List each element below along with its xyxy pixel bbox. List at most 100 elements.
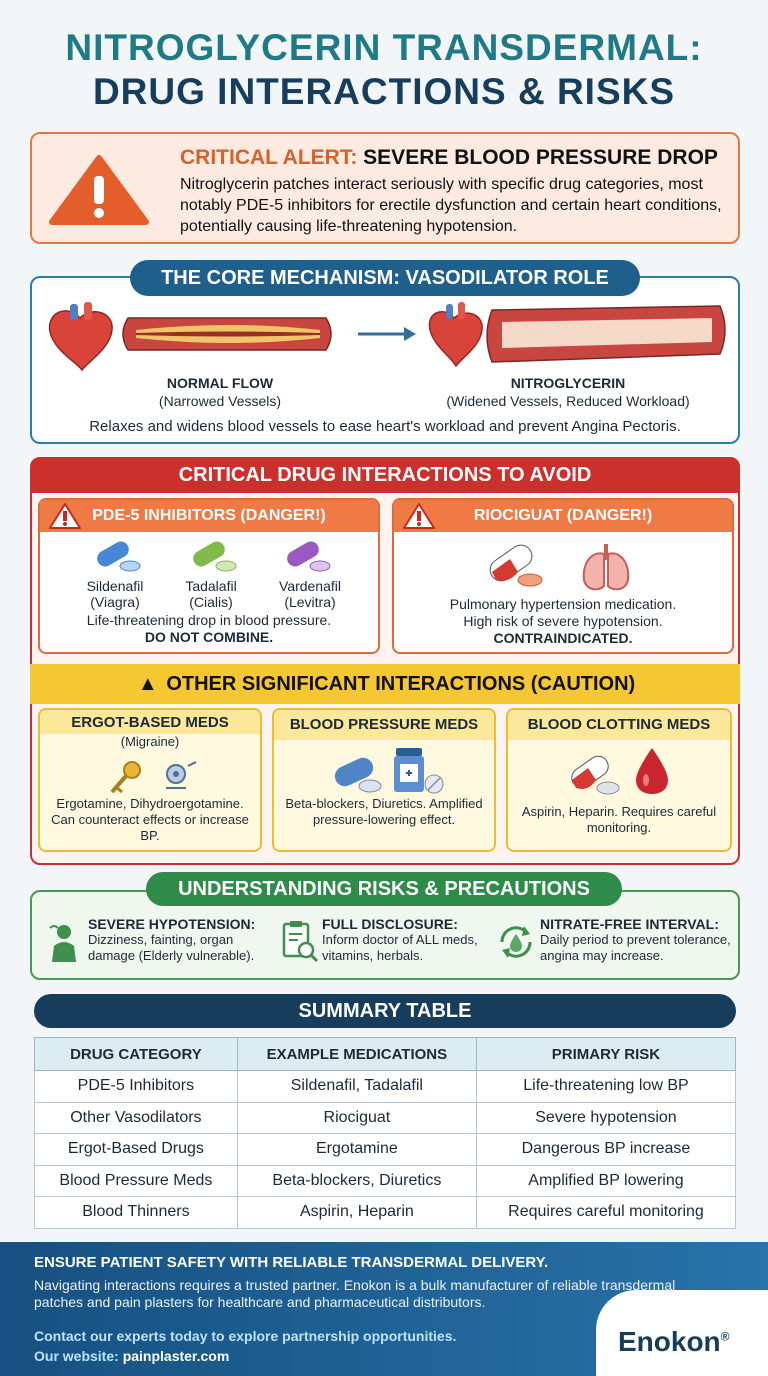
riociguat-box: RIOCIGUAT (DANGER!) Pulmonary hypertensi… — [392, 498, 734, 654]
normal-flow-title: NORMAL FLOW — [166, 375, 274, 391]
riociguat-warning: CONTRAINDICATED. — [493, 630, 633, 646]
clotting-meds-text: Aspirin, Heparin. Requires careful monit… — [521, 804, 717, 835]
risk-nitrate-interval: NITRATE-FREE INTERVAL: Daily period to p… — [540, 916, 736, 964]
table-cell: Life-threatening low BP — [475, 1070, 737, 1103]
table-cell: Amplified BP lowering — [475, 1164, 737, 1197]
drug-name: Tadalafil — [185, 578, 237, 594]
riociguat-note-1: Pulmonary hypertension medication. — [449, 596, 677, 612]
nitroglycerin-sub: (Widened Vessels, Reduced Workload) — [446, 393, 690, 409]
capsule-icon — [571, 755, 620, 795]
logo-text: Enokon — [618, 1326, 721, 1357]
title-line-2: DRUG INTERACTIONS & RISKS — [92, 71, 676, 112]
riociguat-note-2: High risk of severe hypotension. — [463, 613, 663, 629]
mechanism-heading: THE CORE MECHANISM: VASODILATOR ROLE — [130, 260, 640, 296]
footer-contact: Contact our experts today to explore par… — [34, 1326, 456, 1366]
nitroglycerin-title: NITROGLYCERIN — [510, 375, 626, 391]
registered-mark: ® — [720, 1329, 730, 1344]
pde5-warning: DO NOT COMBINE. — [144, 629, 274, 645]
footer: ENSURE PATIENT SAFETY WITH RELIABLE TRAN… — [0, 1242, 768, 1376]
alert-title-text: SEVERE BLOOD PRESSURE DROP — [363, 146, 718, 169]
ergot-heading: ERGOT-BASED MEDS — [40, 710, 260, 734]
risk-text: Daily period to prevent tolerance, angin… — [540, 932, 731, 963]
caution-heading-text: OTHER SIGNIFICANT INTERACTIONS (CAUTION) — [166, 673, 636, 695]
page-title: NITROGLYCERIN TRANSDERMAL: DRUG INTERACT… — [0, 26, 768, 114]
normal-flow-sub: (Narrowed Vessels) — [158, 393, 282, 409]
clotting-meds-box: BLOOD CLOTTING MEDS Aspirin, Heparin. Re… — [506, 708, 732, 852]
footer-title: ENSURE PATIENT SAFETY WITH RELIABLE TRAN… — [34, 1254, 549, 1271]
mechanism-description: Relaxes and widens blood vessels to ease… — [89, 418, 681, 435]
bp-meds-icons — [334, 748, 444, 794]
drug-brand: (Cialis) — [189, 594, 233, 610]
warning-triangle-icon — [49, 503, 81, 529]
key-icon — [110, 761, 141, 794]
ergot-subtitle: (Migraine) — [120, 734, 180, 749]
clotting-meds-heading: BLOOD CLOTTING MEDS — [508, 710, 730, 740]
capsule-icon — [489, 544, 543, 587]
bp-meds-heading: BLOOD PRESSURE MEDS — [274, 710, 494, 740]
pde5-heading-text: PDE-5 INHIBITORS (DANGER!) — [92, 507, 326, 524]
ergot-icons — [110, 761, 197, 794]
table-header-row: DRUG CATEGORY EXAMPLE MEDICATIONS PRIMAR… — [34, 1037, 737, 1071]
table-cell: Ergotamine — [236, 1133, 477, 1166]
ergot-text: Ergotamine, Dihydroergotamine. Can count… — [51, 796, 249, 843]
table-cell: Aspirin, Heparin — [236, 1196, 477, 1229]
heart-icon — [428, 302, 483, 368]
table-cell: Beta-blockers, Diuretics — [236, 1164, 477, 1197]
summary-table: DRUG CATEGORY EXAMPLE MEDICATIONS PRIMAR… — [34, 1037, 737, 1229]
lungs-icon — [582, 544, 630, 591]
warning-triangle-icon — [49, 155, 149, 225]
alert-title-label: CRITICAL ALERT: — [180, 146, 358, 169]
table-cell: Other Vasodilators — [34, 1101, 238, 1134]
drug-name: Vardenafil — [278, 578, 341, 594]
risk-title: NITRATE-FREE INTERVAL: — [540, 916, 719, 932]
riociguat-heading: RIOCIGUAT (DANGER!) — [394, 500, 732, 532]
column-header: DRUG CATEGORY — [34, 1037, 238, 1071]
pill-purple-icon — [287, 541, 331, 572]
logo-badge: Enokon® — [596, 1290, 768, 1376]
footer-body: Navigating interactions requires a trust… — [34, 1277, 676, 1310]
footer-website: Our website: painplaster.com — [34, 1346, 456, 1366]
pill-bottle-icon — [394, 748, 444, 794]
risk-text: Inform doctor of ALL meds, vitamins, her… — [322, 932, 478, 963]
clipboard-search-icon — [282, 921, 319, 963]
alert-body: Nitroglycerin patches interact seriously… — [180, 176, 722, 235]
table-cell: Blood Thinners — [34, 1196, 238, 1229]
risks-heading: UNDERSTANDING RISKS & PRECAUTIONS — [146, 872, 622, 906]
table-cell: Ergot-Based Drugs — [34, 1133, 238, 1166]
table-cell: Blood Pressure Meds — [34, 1164, 238, 1197]
ergot-box: ERGOT-BASED MEDS (Migraine) Ergotamine, … — [38, 708, 262, 852]
critical-interactions-heading: CRITICAL DRUG INTERACTIONS TO AVOID — [30, 457, 740, 493]
risk-text: Dizziness, fainting, organ damage (Elder… — [88, 932, 255, 963]
website-link[interactable]: painplaster.com — [122, 1348, 230, 1364]
pde5-note: Life-threatening drop in blood pressure. — [86, 612, 332, 628]
pde5-pills — [97, 541, 331, 572]
enokon-logo: Enokon® — [618, 1326, 730, 1358]
table-cell: PDE-5 Inhibitors — [34, 1070, 238, 1103]
risk-title: FULL DISCLOSURE: — [322, 916, 458, 932]
column-header: PRIMARY RISK — [475, 1037, 737, 1071]
capsule-icon — [334, 757, 382, 793]
wide-vessel-icon — [486, 305, 726, 363]
pde5-heading: PDE-5 INHIBITORS (DANGER!) — [40, 500, 378, 532]
risk-disclosure: FULL DISCLOSURE: Inform doctor of ALL me… — [322, 916, 488, 964]
mechanism-illustration — [48, 302, 726, 372]
drug-sildenafil: Sildenafil (Viagra) — [70, 578, 160, 610]
column-header: EXAMPLE MEDICATIONS — [236, 1037, 477, 1071]
pill-blue-icon — [97, 541, 141, 572]
title-line-1: NITROGLYCERIN TRANSDERMAL: — [65, 27, 703, 68]
alert-title: CRITICAL ALERT: SEVERE BLOOD PRESSURE DR… — [180, 146, 718, 170]
table-cell: Sildenafil, Tadalafil — [236, 1070, 477, 1103]
pill-green-icon — [193, 541, 237, 572]
table-row: Other Vasodilators Riociguat Severe hypo… — [34, 1101, 737, 1134]
table-cell: Severe hypotension — [475, 1101, 737, 1134]
normal-flow-label: NORMAL FLOW (Narrowed Vessels) — [120, 374, 320, 410]
table-cell: Riociguat — [236, 1101, 477, 1134]
drug-vardenafil: Vardenafil (Levitra) — [260, 578, 360, 610]
drug-brand: (Levitra) — [284, 594, 336, 610]
bp-meds-text: Beta-blockers, Diuretics. Amplified pres… — [285, 796, 483, 827]
summary-heading: SUMMARY TABLE — [34, 994, 736, 1028]
drug-tadalafil: Tadalafil (Cialis) — [166, 578, 256, 610]
table-row: Blood Thinners Aspirin, Heparin Requires… — [34, 1196, 737, 1229]
table-row: PDE-5 Inhibitors Sildenafil, Tadalafil L… — [34, 1070, 737, 1103]
pde5-box: PDE-5 INHIBITORS (DANGER!) Sildenafil (V… — [38, 498, 380, 654]
